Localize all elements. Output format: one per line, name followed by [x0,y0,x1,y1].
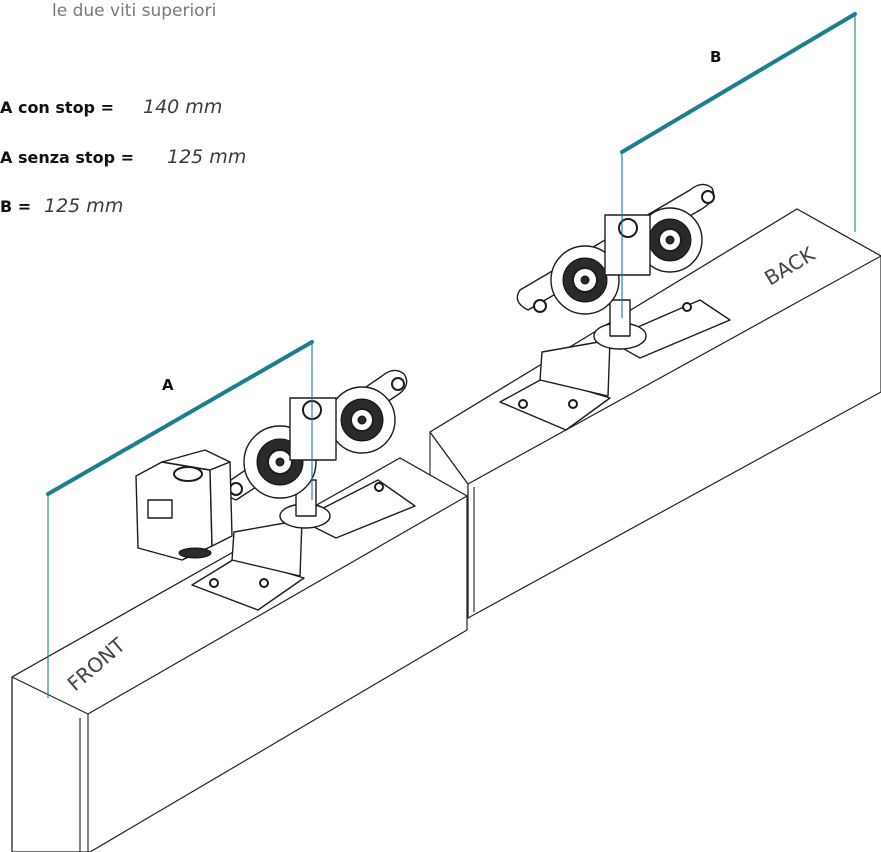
spec-list: A con stop = 140 mm A senza stop = 125 m… [0,96,246,217]
back-bracket-base [499,377,611,431]
dimension-b-label: B [710,48,721,66]
dimension-a: A [46,340,314,698]
caption-fragment: le due viti superiori [52,1,216,21]
spec-a-with-stop: A con stop = 140 mm [0,96,222,118]
spec-value: 140 mm [143,96,222,118]
screw-hole [682,302,692,312]
screw-hole [259,578,269,588]
spec-label: A con stop = [0,98,114,117]
dimension-a-bar [46,340,314,496]
front-bracket-top [299,479,416,539]
screw-hole [209,578,219,588]
back-door-block: BACK [429,208,881,619]
dimension-b-bar [620,12,857,154]
screw-hole [374,482,384,492]
spec-a-without-stop: A senza stop = 125 mm [0,146,246,168]
spec-label: A senza stop = [0,148,134,167]
spec-label: B = [0,197,31,216]
spec-b: B = 125 mm [0,195,123,217]
screw-hole [518,399,528,409]
back-roller-carriage [516,183,715,350]
dimension-a-label: A [162,376,174,394]
spec-value: 125 mm [167,146,246,168]
front-mounting-bracket [191,479,416,611]
stop-window [147,499,173,519]
dimension-b: B [620,12,857,318]
back-bolt [609,299,631,337]
screw-hole [568,399,578,409]
front-stop-block [135,449,233,561]
spec-value: 125 mm [44,195,123,217]
front-door-block: FRONT [11,457,468,852]
